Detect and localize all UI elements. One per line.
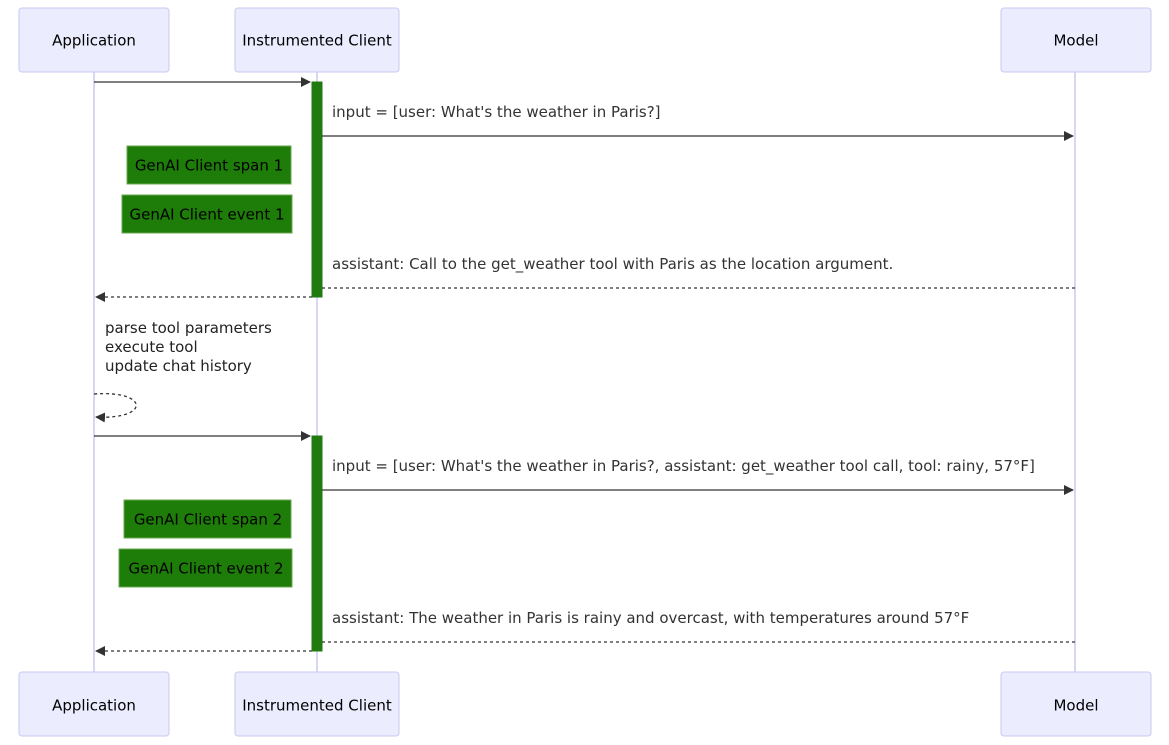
note-span-2: GenAI Client span 2	[123, 499, 292, 539]
message-reply-2: assistant: The weather in Paris is rainy…	[332, 609, 969, 627]
actor-client-bottom: Instrumented Client	[234, 671, 400, 737]
message-reply-1: assistant: Call to the get_weather tool …	[332, 255, 893, 274]
note-span-1: GenAI Client span 1	[126, 145, 292, 185]
note-event-1: GenAI Client event 1	[121, 194, 293, 234]
self-call-text-1: parse tool parameters	[105, 319, 272, 337]
self-call-arrow	[93, 393, 137, 423]
self-call-text-3: update chat history	[105, 357, 252, 375]
actor-label: Application	[52, 32, 136, 50]
actor-model-top: Model	[1000, 7, 1152, 73]
note-text: GenAI Client event 1	[129, 206, 284, 224]
activation-client-1	[311, 81, 323, 298]
message-input-1: input = [user: What's the weather in Par…	[332, 103, 661, 121]
actor-label: Model	[1053, 697, 1098, 715]
note-text: GenAI Client event 2	[128, 560, 283, 578]
actor-client-top: Instrumented Client	[234, 7, 400, 73]
activation-client-2	[311, 435, 323, 652]
note-text: GenAI Client span 2	[134, 511, 282, 529]
actor-label: Application	[52, 697, 136, 715]
message-input-2: input = [user: What's the weather in Par…	[332, 457, 1035, 476]
actor-application-bottom: Application	[18, 671, 170, 737]
actor-label: Model	[1053, 32, 1098, 50]
actor-label: Instrumented Client	[242, 32, 392, 50]
actor-model-bottom: Model	[1000, 671, 1152, 737]
actor-label: Instrumented Client	[242, 697, 392, 715]
note-event-2: GenAI Client event 2	[118, 548, 293, 588]
self-call-text-2: execute tool	[105, 338, 198, 356]
actor-application-top: Application	[18, 7, 170, 73]
note-text: GenAI Client span 1	[135, 157, 283, 175]
